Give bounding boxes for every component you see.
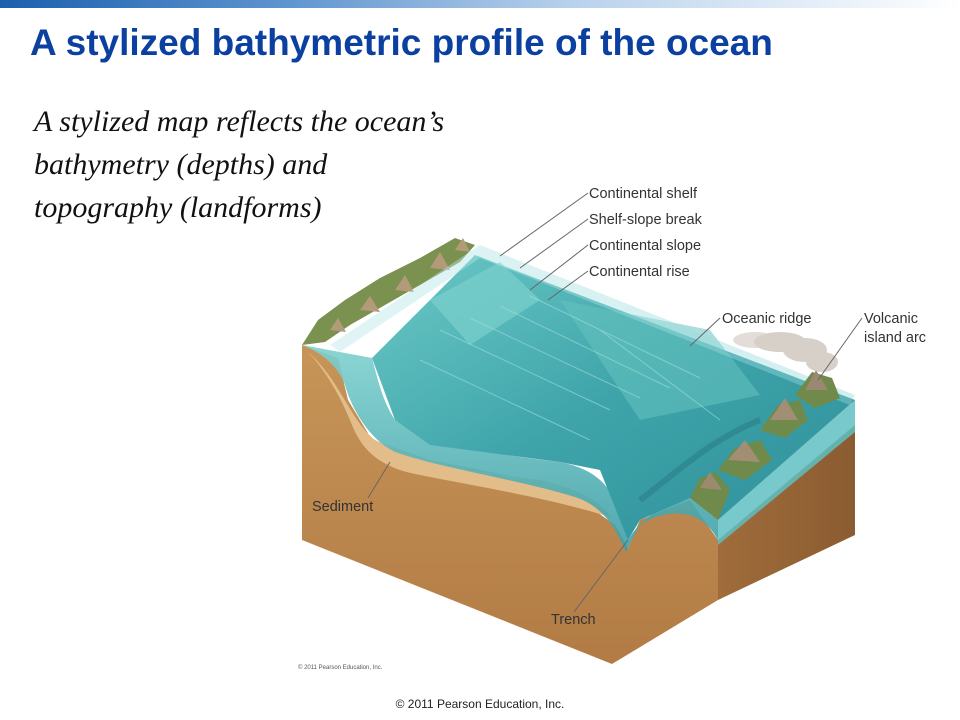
block-right-side: [718, 425, 855, 600]
leader-lines: [367, 192, 863, 613]
label-oceanic-ridge: Oceanic ridge: [722, 311, 811, 327]
sediment-wedge: [308, 352, 612, 518]
label-sediment: Sediment: [312, 499, 373, 515]
label-continental-slope: Continental slope: [589, 238, 701, 254]
oceanic-ridge-band: [560, 300, 760, 420]
label-island-arc: island arc: [864, 330, 926, 346]
volcanic-plume: [733, 332, 838, 372]
label-shelf-slope-break: Shelf-slope break: [589, 212, 703, 228]
continental-land: [302, 238, 475, 345]
label-volcanic: Volcanic: [864, 311, 918, 327]
land-peaks: [330, 238, 470, 332]
figure-credit: © 2011 Pearson Education, Inc.: [298, 665, 383, 671]
water-right-side: [718, 400, 855, 545]
volcanic-islands: [690, 370, 840, 520]
label-continental-rise: Continental rise: [589, 264, 690, 280]
slide-credit: © 2011 Pearson Education, Inc.: [395, 697, 565, 711]
slide-title: A stylized bathymetric profile of the oc…: [30, 22, 773, 63]
continental-slope-band: [430, 262, 540, 345]
trench-groove: [638, 417, 762, 503]
top-gradient-bar: [0, 0, 960, 8]
slide-subtitle: A stylized map reflects the ocean’s bath…: [34, 105, 445, 224]
label-trench: Trench: [551, 612, 596, 628]
block-front-crust: [302, 345, 718, 664]
label-continental-shelf: Continental shelf: [589, 186, 698, 202]
seafloor-texture: [419, 295, 721, 441]
